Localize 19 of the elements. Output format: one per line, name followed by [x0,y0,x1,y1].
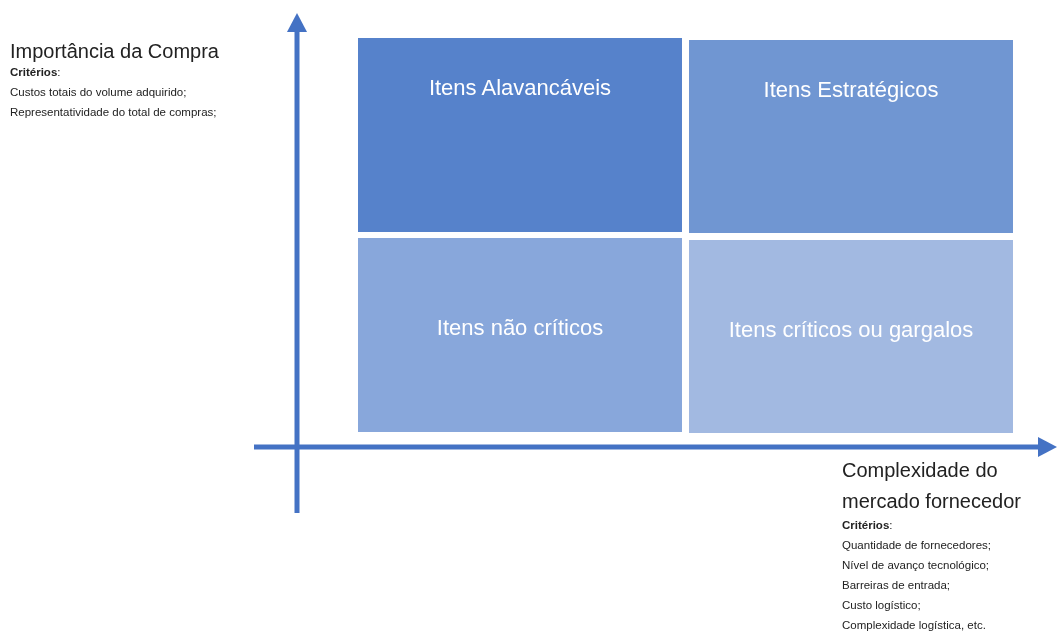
axis-title: Complexidade do mercado fornecedor [842,458,1022,514]
axis-title: Importância da Compra [10,39,219,64]
quadrant-box [689,240,1013,433]
criteria-item: Complexidade logística, etc. [842,619,986,631]
quadrant-label: Itens Alavancáveis [428,75,612,101]
criteria-item: Nível de avanço tecnológico; [842,559,990,571]
criteria-item: Representatividade do total de compras; [10,106,217,118]
criteria-heading: Critérios: [10,66,61,78]
criteria-item: Custo logístico; [842,599,921,611]
quadrant-label: Itens Estratégicos [763,76,939,103]
criteria-item: Quantidade de fornecedores; [842,539,991,551]
criteria-heading: Critérios: [842,519,893,531]
quadrant-box [358,38,682,232]
quadrant-box [358,238,682,432]
criteria-item: Barreiras de entrada; [842,579,951,591]
criteria-item: Custos totais do volume adquirido; [10,86,187,98]
quadrant-label: Itens não críticos [436,315,604,341]
quadrant-label: Itens críticos ou gargalos [728,316,974,343]
quadrant-box [689,40,1013,233]
